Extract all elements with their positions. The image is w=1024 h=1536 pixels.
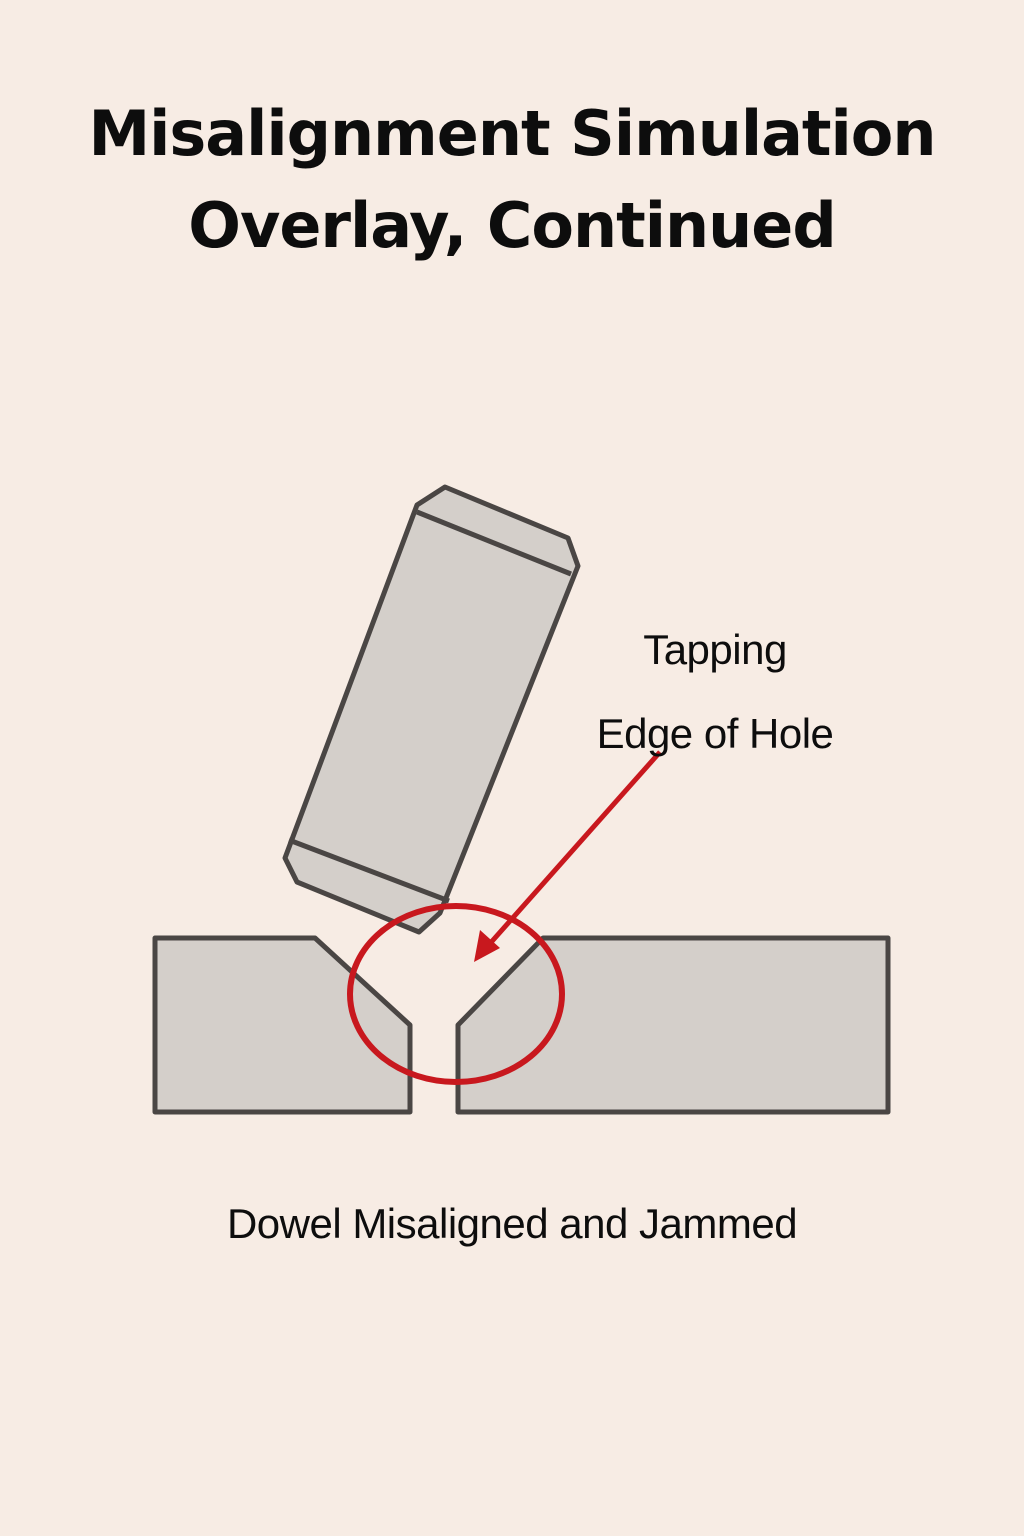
callout-line-2: Edge of Hole [596, 710, 834, 757]
right-block [455, 935, 891, 1115]
title-line-2: Overlay, Continued [188, 189, 837, 262]
callout-line-1: Tapping [643, 626, 787, 673]
arrow-head-icon [474, 930, 500, 962]
dowel-top-chamfer-line [416, 509, 572, 577]
callout-arrow [479, 750, 662, 956]
title-line-1: Misalignment Simulation [88, 97, 936, 170]
diagram-title: Misalignment Simulation Overlay, Continu… [0, 88, 1024, 272]
dowel-pin [282, 484, 581, 935]
left-block [152, 935, 413, 1115]
diagram-caption: Dowel Misaligned and Jammed [226, 1200, 798, 1247]
dowel-bottom-chamfer-line [288, 837, 450, 904]
contact-highlight-circle [347, 903, 565, 1085]
callout-label: Tapping Edge of Hole [560, 608, 870, 776]
dowel-body [282, 484, 581, 935]
